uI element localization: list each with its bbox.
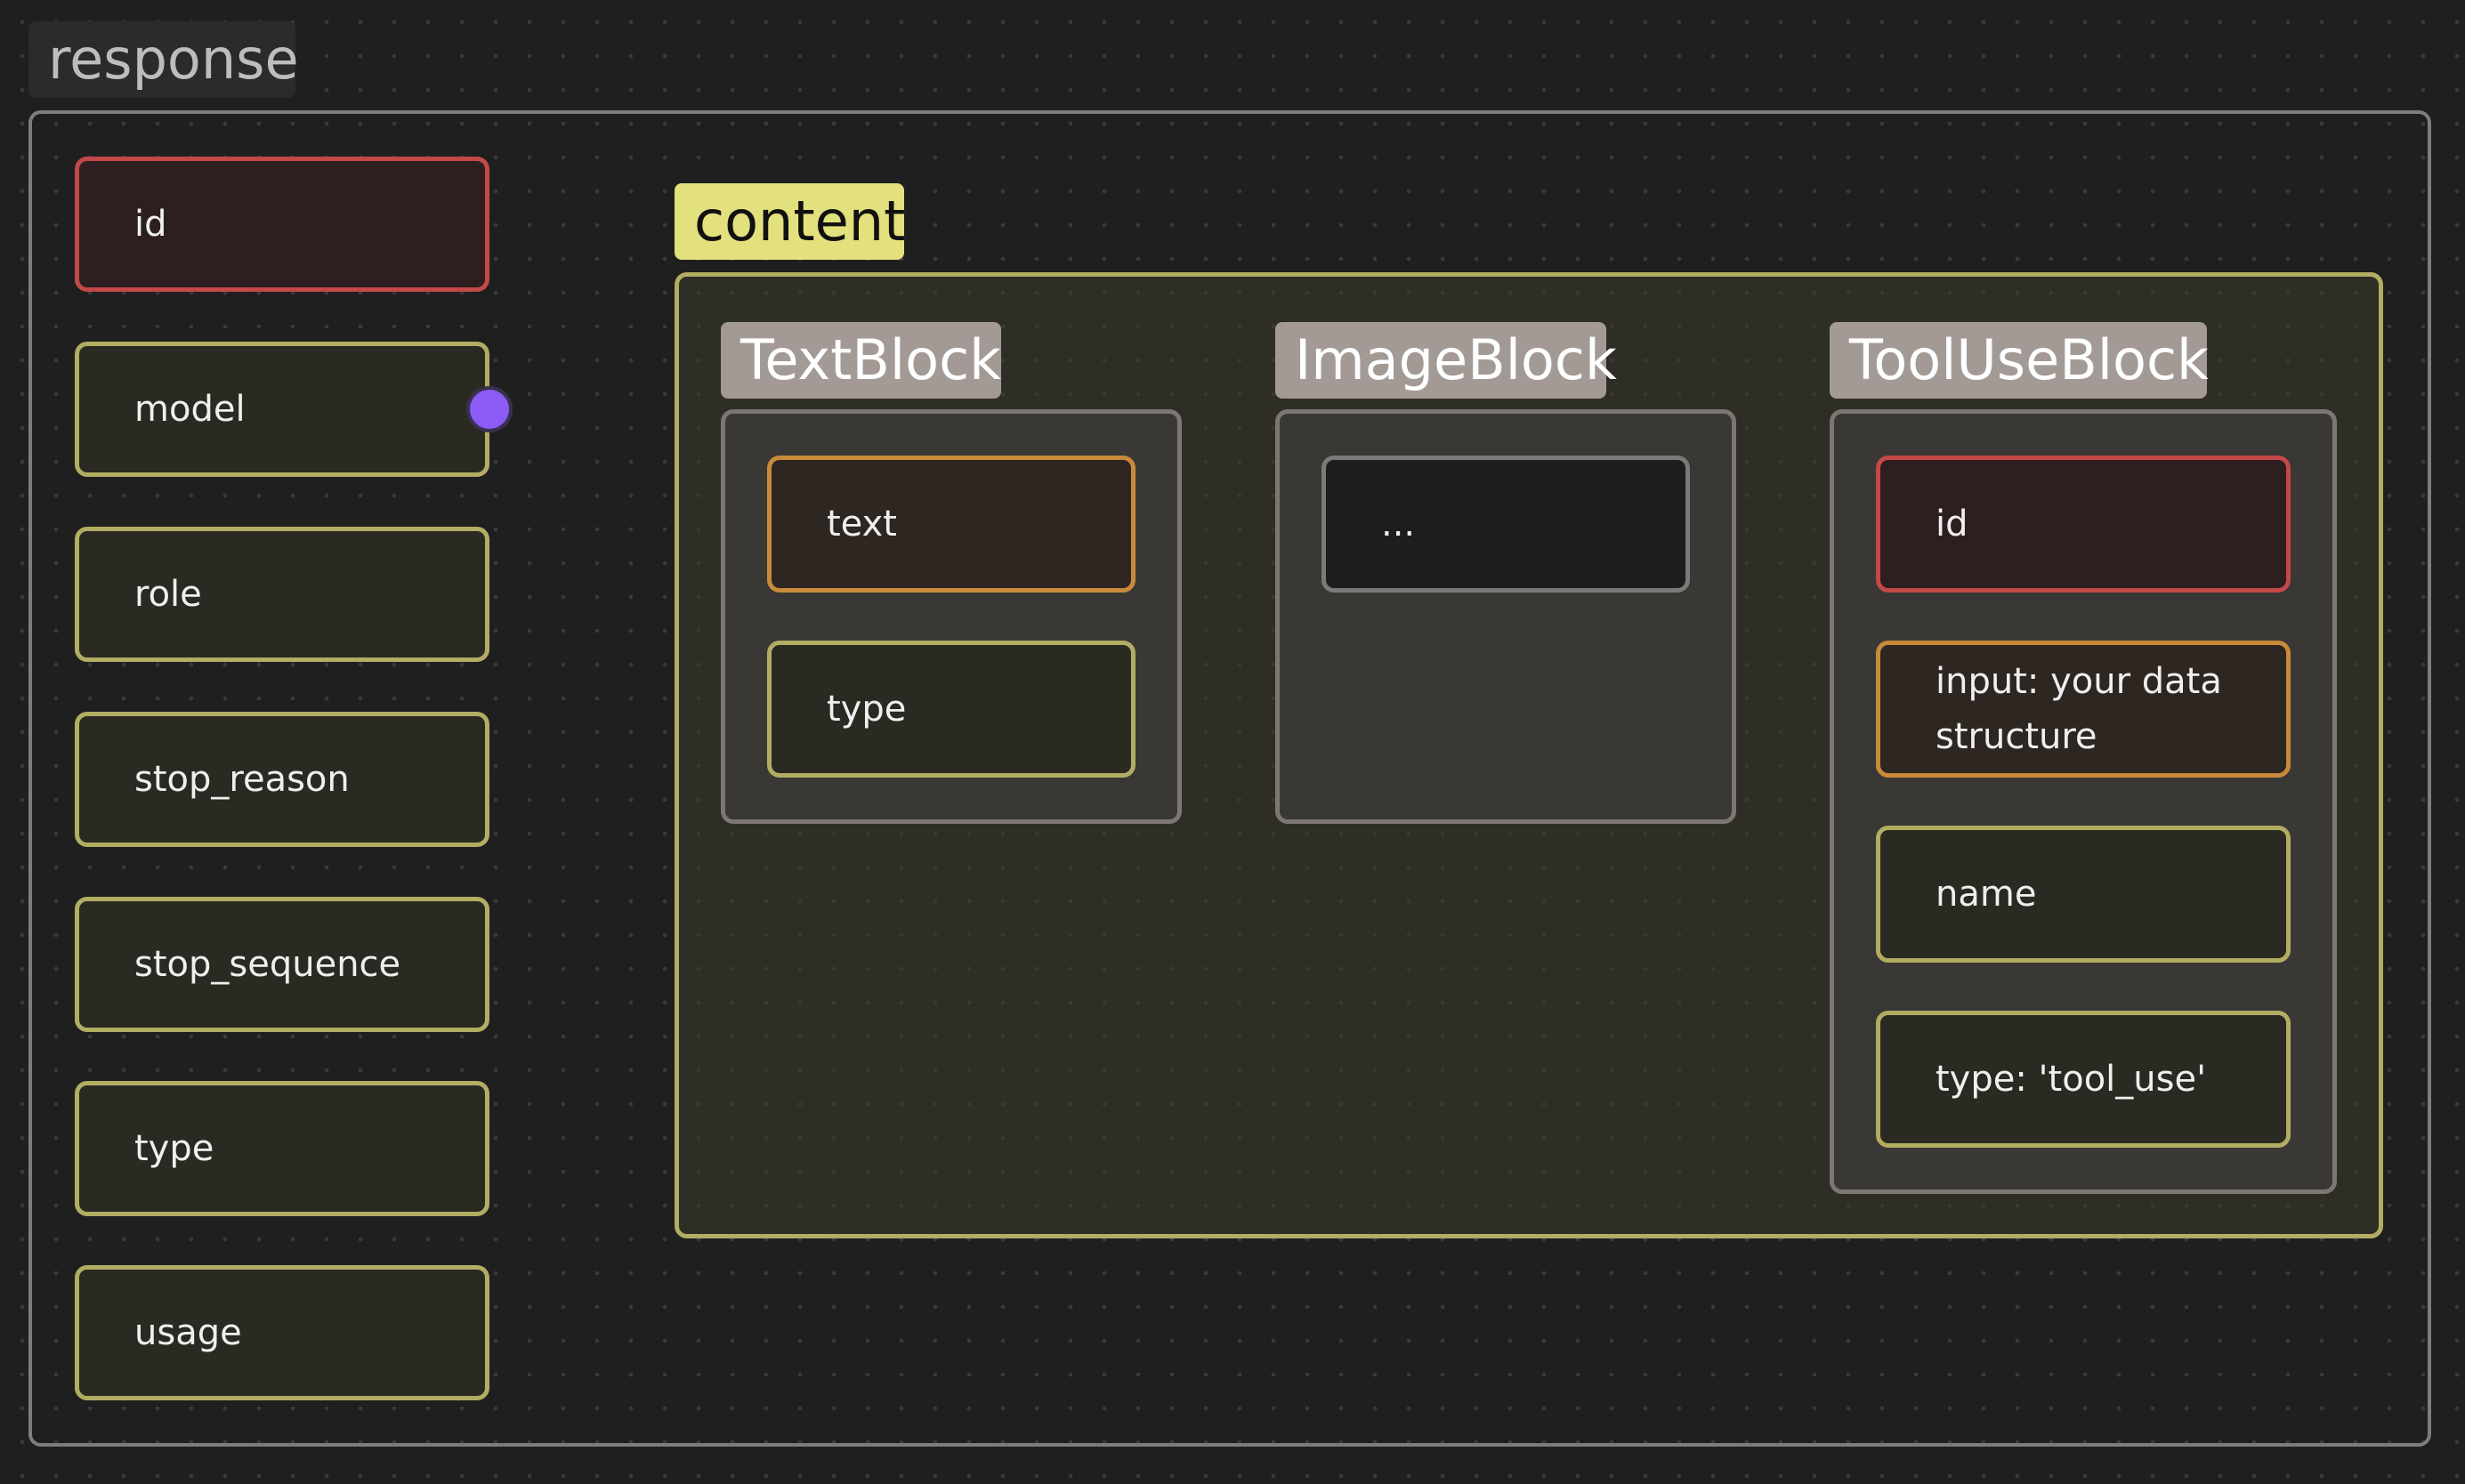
- imageblock-field-ellipsis[interactable]: ...: [1321, 456, 1690, 593]
- field-id-label: id: [134, 204, 167, 245]
- tooluseblock-label: ToolUseBlock: [1830, 322, 2209, 399]
- response-container: [28, 110, 2431, 1447]
- field-model-label: model: [134, 389, 246, 430]
- tooluseblock-field-id-label: id: [1936, 504, 1968, 544]
- field-type[interactable]: type: [75, 1081, 489, 1216]
- tooluseblock-field-input-label: input: your data structure: [1936, 661, 2222, 757]
- tooluseblock-field-type[interactable]: type: 'tool_use': [1876, 1011, 2291, 1148]
- field-role-label: role: [134, 574, 202, 615]
- field-stop-reason[interactable]: stop_reason: [75, 712, 489, 847]
- imageblock-field-ellipsis-label: ...: [1381, 504, 1416, 544]
- imageblock-label: ImageBlock: [1275, 322, 1617, 399]
- textblock-label: TextBlock: [721, 322, 1001, 399]
- field-stop-sequence-label: stop_sequence: [134, 944, 401, 985]
- textblock-field-text[interactable]: text: [767, 456, 1136, 593]
- field-stop-reason-label: stop_reason: [134, 759, 350, 800]
- field-id[interactable]: id: [75, 157, 489, 292]
- textblock-field-type[interactable]: type: [767, 641, 1136, 778]
- field-model[interactable]: model: [75, 342, 489, 477]
- field-type-label: type: [134, 1128, 214, 1169]
- tooluseblock-field-name-label: name: [1936, 874, 2037, 915]
- content-label: content: [675, 183, 905, 260]
- response-label: response: [28, 21, 299, 98]
- tooluseblock-field-type-label: type: 'tool_use': [1936, 1059, 2207, 1100]
- field-usage[interactable]: usage: [75, 1265, 489, 1400]
- tooluseblock-field-id[interactable]: id: [1876, 456, 2291, 593]
- field-role[interactable]: role: [75, 527, 489, 662]
- textblock-field-text-label: text: [827, 504, 897, 544]
- textblock-field-type-label: type: [827, 689, 907, 730]
- field-usage-label: usage: [134, 1312, 242, 1353]
- connection-handle[interactable]: [466, 386, 513, 432]
- tooluseblock-field-name[interactable]: name: [1876, 826, 2291, 963]
- tooluseblock-field-input[interactable]: input: your data structure: [1876, 641, 2291, 778]
- field-stop-sequence[interactable]: stop_sequence: [75, 897, 489, 1032]
